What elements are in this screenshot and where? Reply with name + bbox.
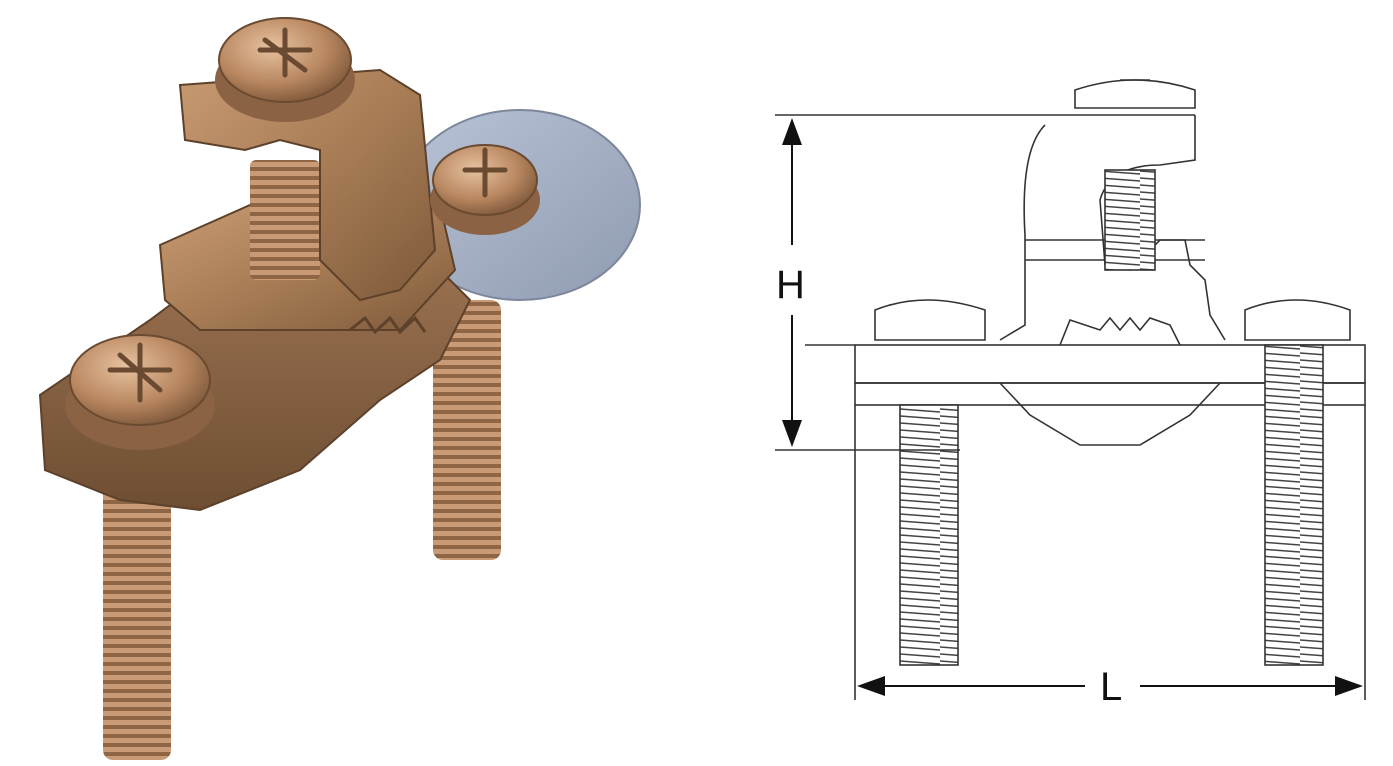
clamp-rendering-svg <box>38 17 641 760</box>
drawing-top-thread <box>1104 169 1156 271</box>
clamp-3d-rendering <box>0 0 680 766</box>
front-screw-head <box>65 334 215 450</box>
drawing-left-stud <box>899 404 959 666</box>
rear-screw-head <box>430 144 540 235</box>
clamp-technical-drawing: H L <box>700 0 1393 766</box>
front-threaded-stud <box>103 470 171 760</box>
dimension-label-h: H <box>776 263 805 307</box>
dimension-h: H <box>776 118 805 447</box>
top-screw-head <box>215 17 355 122</box>
drawing-saddle <box>999 382 1221 446</box>
clamp-upper-jaw <box>178 68 437 302</box>
jaw-serrations <box>349 315 427 335</box>
drawing-right-screw-head <box>1244 299 1351 341</box>
rear-threaded-stud <box>433 300 501 560</box>
drawing-top-screw-head <box>1074 79 1196 109</box>
top-threaded-stud <box>250 160 320 280</box>
dimension-label-l: L <box>1100 665 1122 709</box>
dimension-l: L <box>857 665 1363 709</box>
drawing-svg: H L <box>775 79 1366 709</box>
drawing-left-screw-head <box>874 299 986 341</box>
drawing-right-stud <box>1264 344 1324 666</box>
